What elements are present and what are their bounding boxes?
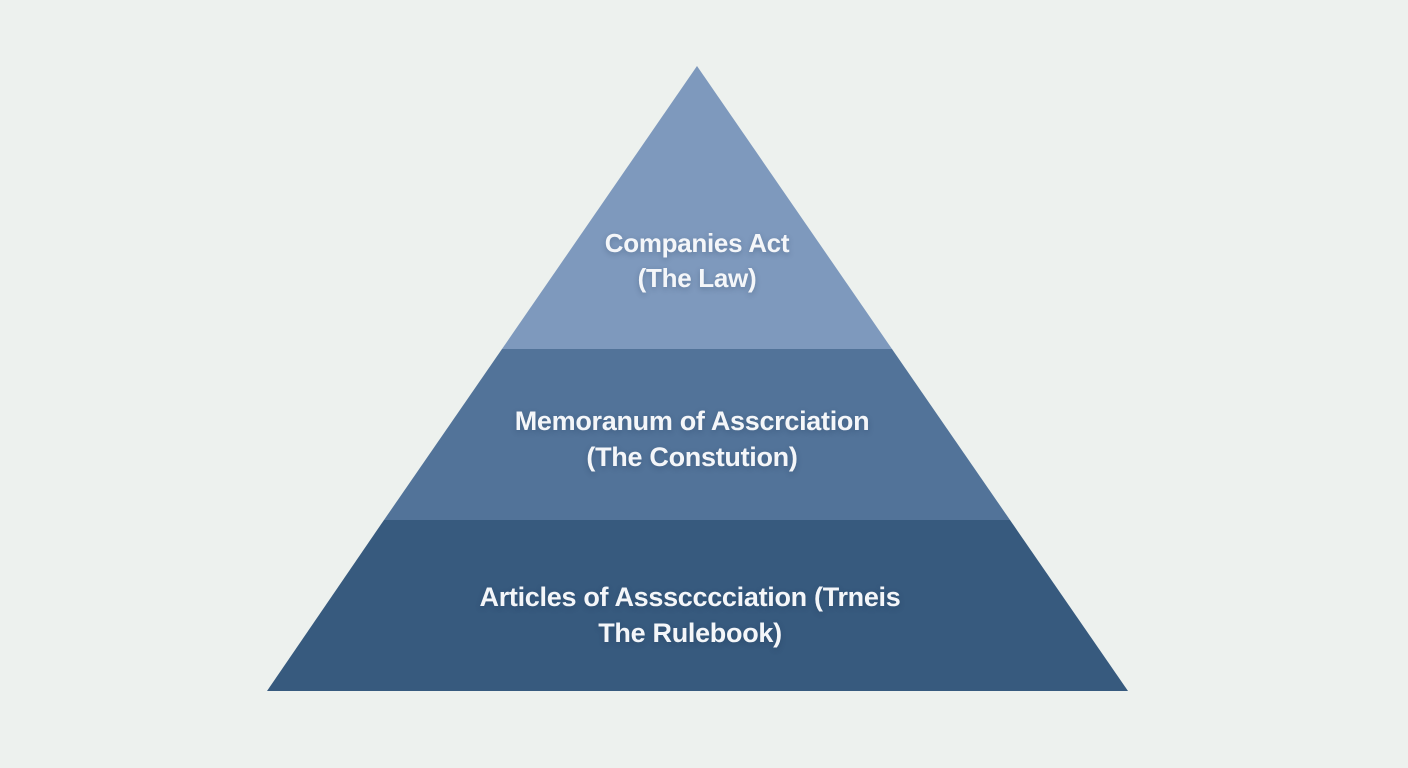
pyramid-tier-top-shape <box>502 66 892 349</box>
tier-label-line: Articles of Assscccciation (Trneis <box>479 582 901 612</box>
tier-label-line: Memoranum of Asscrciation <box>514 406 870 436</box>
tier-label-line: The Rulebook) <box>598 618 782 648</box>
pyramid-tier-top-label: Companies Act (The Law) <box>604 226 790 296</box>
pyramid-tier-bottom-shape <box>267 520 1128 691</box>
tier-label-line: (The Constution) <box>586 442 798 472</box>
pyramid-tier-middle-label: Memoranum of Asscrciation (The Constutio… <box>515 403 870 475</box>
tier-label-line: Companies Act <box>604 228 790 258</box>
pyramid-tier-middle-shape <box>384 349 1010 520</box>
tier-label-line: (The Law) <box>637 263 757 293</box>
pyramid-tier-bottom-label: Articles of Assscccciation (Trneis The R… <box>480 579 901 651</box>
